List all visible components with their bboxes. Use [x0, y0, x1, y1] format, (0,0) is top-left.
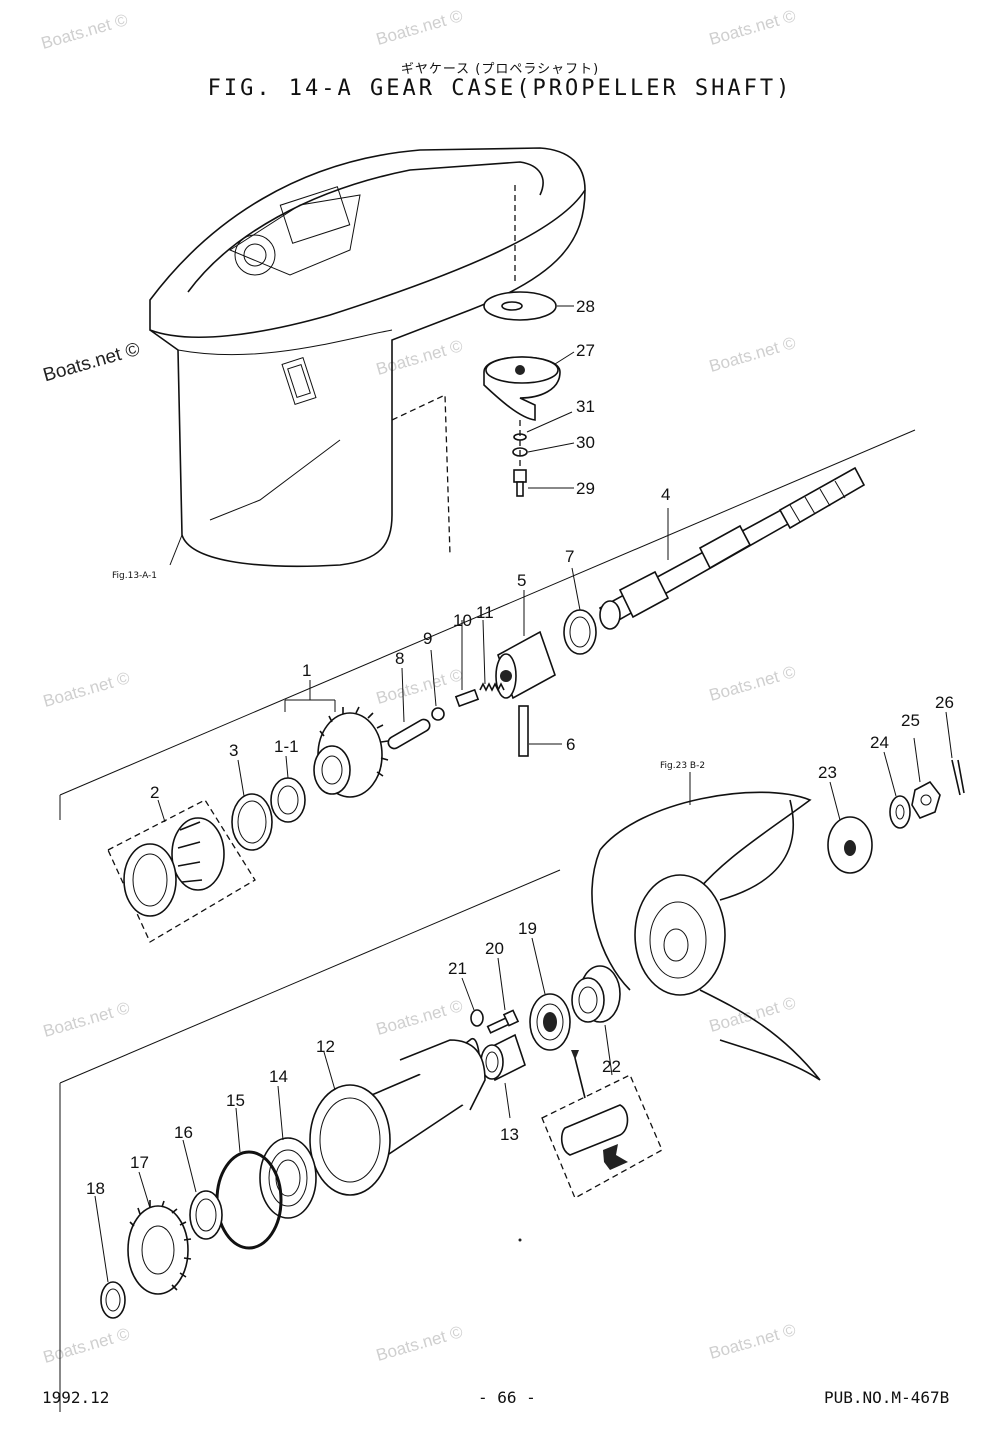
callout-1-1: 1-1 — [274, 737, 299, 756]
part-8-shift-slider — [387, 718, 431, 750]
callout-31: 31 — [576, 397, 595, 416]
figure-subtitle-japanese: ギヤケース (プロペラシャフト) — [400, 62, 600, 77]
part-17-reverse-gear — [127, 1200, 192, 1295]
part-22-bushing — [571, 965, 621, 1023]
callout-11: 11 — [476, 603, 494, 622]
part-25-propeller-nut — [911, 780, 941, 819]
callout-27: 27 — [576, 341, 595, 360]
part-26-cotter-pin — [951, 759, 965, 796]
callout-7: 7 — [565, 547, 574, 566]
part-9-ball — [431, 707, 445, 721]
part-11-spring — [479, 682, 505, 692]
part-20-bolt — [486, 1009, 520, 1034]
gear-case-housing — [149, 147, 586, 568]
part-10-shift-plunger — [454, 688, 480, 708]
callout-1: 1 — [302, 661, 311, 680]
part-1-1-needle-bearing — [270, 777, 306, 823]
callout-15: 15 — [226, 1091, 245, 1110]
callout-30: 30 — [576, 433, 595, 452]
part-24-washer — [889, 795, 911, 829]
part-22-detail — [560, 1104, 629, 1170]
footer-date: 1992.12 — [42, 1388, 110, 1407]
part-3-shim — [231, 793, 273, 851]
callout-29: 29 — [576, 479, 595, 498]
callout-4: 4 — [661, 485, 670, 504]
callout-24: 24 — [870, 733, 889, 752]
part-4-propeller-shaft — [598, 466, 866, 630]
callout-25: 25 — [901, 711, 920, 730]
callout-2: 2 — [150, 783, 159, 802]
propeller — [591, 791, 821, 1081]
callout-20: 20 — [485, 939, 504, 958]
callout-5: 5 — [517, 571, 526, 590]
callout-28: 28 — [576, 297, 595, 316]
callout-23: 23 — [818, 763, 837, 782]
part-21-washer — [470, 1009, 484, 1027]
callout-19: 19 — [518, 919, 537, 938]
part-14-ball-bearing — [259, 1137, 317, 1219]
part-1-forward-gear — [313, 706, 389, 798]
callout-9: 9 — [423, 629, 432, 648]
part-16-shim — [189, 1190, 223, 1240]
callout-6: 6 — [566, 735, 575, 754]
part-18-shim — [100, 1281, 126, 1319]
footer-page-number: - 66 - — [478, 1388, 536, 1407]
callout-13: 13 — [500, 1125, 519, 1144]
callout-26: 26 — [935, 693, 954, 712]
callout-22: 22 — [602, 1057, 621, 1076]
part-28-plate — [483, 291, 557, 321]
part-7-retaining-ring — [563, 609, 597, 655]
part-5-clutch-dog — [495, 630, 556, 700]
part-27-trim-tab — [483, 356, 561, 421]
propeller-reference-label: Fig.23 B-2 — [660, 761, 705, 771]
callout-3: 3 — [229, 741, 238, 760]
callout-16: 16 — [174, 1123, 193, 1142]
callout-8: 8 — [395, 649, 404, 668]
callout-17: 17 — [130, 1153, 149, 1172]
gear-case-reference-label: Fig.13-A-1 — [112, 571, 157, 581]
part-6-cross-pin — [518, 705, 529, 757]
footer-publication-number: PUB.NO.M-467B — [824, 1388, 950, 1407]
callout-21: 21 — [448, 959, 467, 978]
part-23-thrust-washer — [827, 816, 873, 874]
part-19-ball-bearing — [529, 993, 571, 1051]
part-29-bolt — [513, 469, 527, 497]
callout-12: 12 — [316, 1037, 335, 1056]
callout-14: 14 — [269, 1067, 288, 1086]
part-13-needle-bearing — [480, 1033, 526, 1082]
part-12-bearing-housing — [309, 1037, 486, 1196]
figure-title: FIG. 14-A GEAR CASE(PROPELLER SHAFT) — [207, 76, 793, 101]
callout-18: 18 — [86, 1179, 105, 1198]
part-2-tapered-roller-bearing — [123, 817, 225, 917]
callout-10: 10 — [453, 611, 472, 630]
